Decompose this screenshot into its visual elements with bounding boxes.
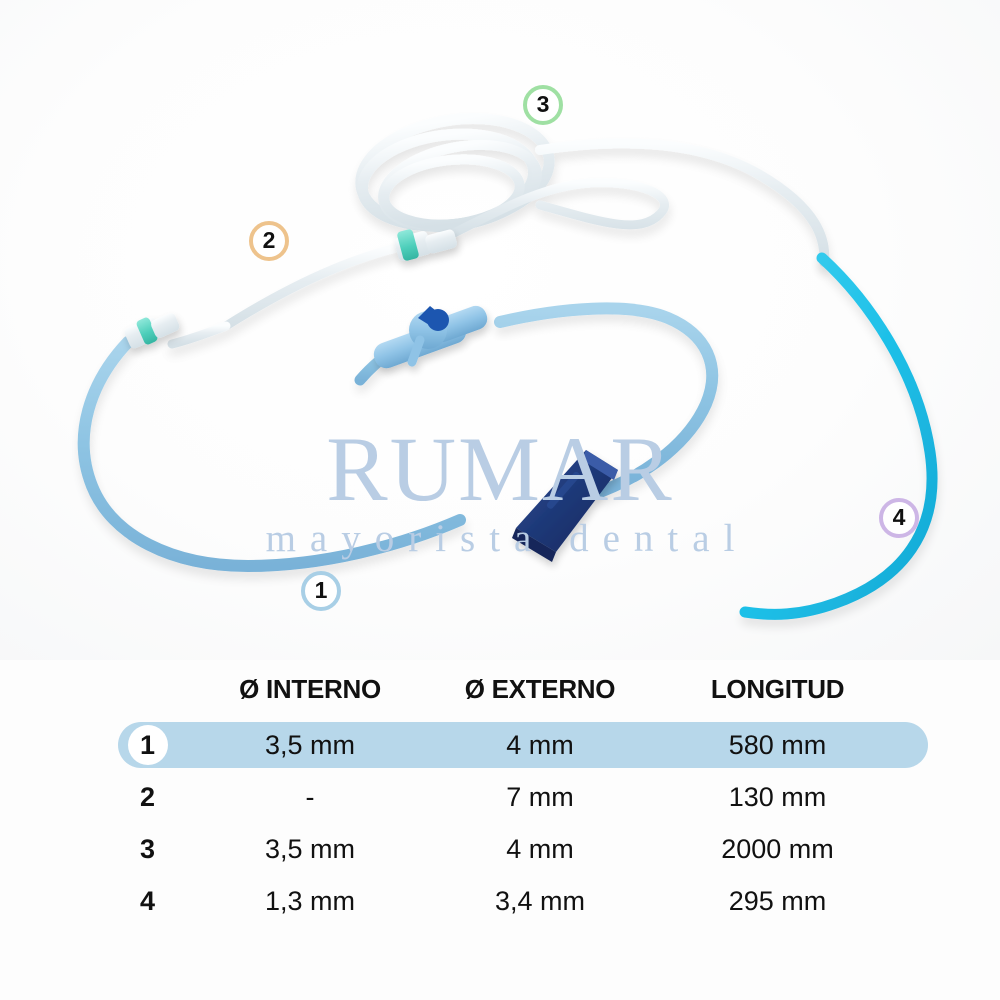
table-row: 4 1,3 mm 3,4 mm 295 mm <box>100 875 900 927</box>
row-internal-diameter: 3,5 mm <box>264 833 356 864</box>
cyan-tube <box>739 252 938 620</box>
callout-badge-3: 3 <box>523 85 563 125</box>
row-length: 580 mm <box>728 729 827 760</box>
row-index: 2 <box>139 781 156 812</box>
tubing-set-illustration <box>77 113 938 620</box>
clear-coiled-tube <box>167 113 830 349</box>
row-index: 3 <box>139 833 156 864</box>
table-row: 1 3,5 mm 4 mm 580 mm <box>100 719 928 771</box>
callout-badge-4-label: 4 <box>892 504 906 530</box>
header-external-diameter: Ø EXTERNO <box>464 673 616 704</box>
row-internal-diameter: - <box>305 781 315 812</box>
row-index: 1 <box>100 725 195 765</box>
luer-connector-left <box>124 313 180 349</box>
table-header-row: Ø INTERNO Ø EXTERNO LONGITUD <box>100 665 900 713</box>
row-external-diameter: 4 mm <box>506 833 574 864</box>
callout-badge-3-label: 3 <box>536 91 550 117</box>
luer-connector-mid <box>394 229 457 261</box>
header-length: LONGITUD <box>710 673 845 704</box>
callout-badge-2: 2 <box>249 221 289 261</box>
stopcock-valve <box>373 305 488 369</box>
row-length: 295 mm <box>728 885 827 916</box>
callout-badge-1-label: 1 <box>314 577 328 603</box>
specification-table: Ø INTERNO Ø EXTERNO LONGITUD 1 3,5 mm 4 … <box>0 665 1000 1000</box>
roller-clamp <box>512 450 618 562</box>
header-internal-diameter: Ø INTERNO <box>239 673 381 704</box>
callout-badge-1: 1 <box>301 571 341 611</box>
row-internal-diameter: 3,5 mm <box>264 729 356 760</box>
row-external-diameter: 3,4 mm <box>494 885 586 916</box>
row-external-diameter: 7 mm <box>506 781 574 812</box>
row-index: 4 <box>139 885 156 916</box>
row-internal-diameter: 1,3 mm <box>264 885 356 916</box>
table-row: 2 - 7 mm 130 mm <box>100 771 900 823</box>
row-length: 2000 mm <box>721 833 834 864</box>
table-row: 3 3,5 mm 4 mm 2000 mm <box>100 823 900 875</box>
product-photo: RUMAR mayorista dental 1 2 3 4 <box>0 0 1000 660</box>
row-length: 130 mm <box>728 781 827 812</box>
callout-badge-4: 4 <box>879 498 919 538</box>
row-external-diameter: 4 mm <box>506 729 574 760</box>
callout-badge-2-label: 2 <box>262 227 276 253</box>
